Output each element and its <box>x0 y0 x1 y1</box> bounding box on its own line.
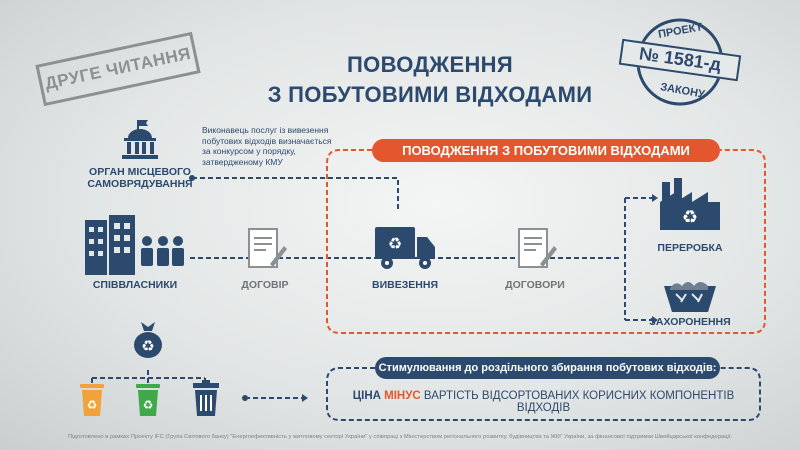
minus-word: МІНУС <box>384 390 421 402</box>
price-word: ЦІНА <box>352 390 381 402</box>
svg-text:♻: ♻ <box>682 207 698 227</box>
government-building-icon <box>122 120 158 159</box>
authority-label-line1: ОРГАН МІСЦЕВОГО <box>89 166 191 178</box>
footer-credits: Підготовлено в рамках Проекту IFC (Група… <box>67 434 733 440</box>
recycling-bag-icon: ♻ <box>134 322 162 358</box>
owners-label: СПІВВЛАСНИКИ <box>92 279 178 291</box>
trash-bin-icon <box>193 380 219 416</box>
orange-bin-icon: ♻ <box>80 384 104 416</box>
law-project-stamp: ПРОЕКТ № 1581-д ЗАКОНУ <box>618 15 742 110</box>
incentive-formula: ЦІНА МІНУС ВАРТІСТЬ ВІДСОРТОВАНИХ КОРИСН… <box>327 390 760 414</box>
svg-text:♻: ♻ <box>388 236 402 253</box>
garbage-truck-icon: ♻ <box>375 227 435 269</box>
svg-text:♻: ♻ <box>87 398 98 412</box>
contracts-label: ДОГОВОРИ <box>505 279 565 291</box>
note-line: побутових відходів визначається <box>202 135 332 146</box>
contracts-document-icon <box>518 228 557 268</box>
formula-rest: ВАРТІСТЬ ВІДСОРТОВАНИХ КОРИСНИХ КОМПОНЕН… <box>423 390 735 414</box>
recycling-factory-icon: ♻ <box>660 178 720 230</box>
incentive-title: Стимулювання до роздільного збирання поб… <box>375 357 720 379</box>
contract-document-icon <box>248 228 287 268</box>
landfill-icon <box>664 282 716 312</box>
removal-label: ВИВЕЗЕННЯ <box>371 279 438 291</box>
svg-text:♻: ♻ <box>143 398 154 412</box>
green-bin-icon: ♻ <box>136 384 160 416</box>
note-line: Виконавець послуг із вивезення <box>202 125 329 135</box>
page-title-line1: ПОВОДЖЕННЯ <box>347 52 513 77</box>
authority-label-line2: САМОВРЯДУВАННЯ <box>87 178 193 190</box>
contract-label: ДОГОВІР <box>241 279 289 291</box>
landfill-label: ЗАХОРОНЕННЯ <box>649 316 731 328</box>
svg-text:♻: ♻ <box>141 338 154 355</box>
page-title-line2: З ПОБУТОВИМИ ВІДХОДАМИ <box>267 82 593 107</box>
waste-management-title: ПОВОДЖЕННЯ З ПОБУТОВИМИ ВІДХОДАМИ <box>372 139 720 162</box>
apartment-owners-icon <box>85 215 184 275</box>
note-line: за конкурсом у порядку, <box>202 146 296 156</box>
recycling-label: ПЕРЕРОБКА <box>657 242 723 254</box>
note-line: затвердженому КМУ <box>202 156 283 167</box>
